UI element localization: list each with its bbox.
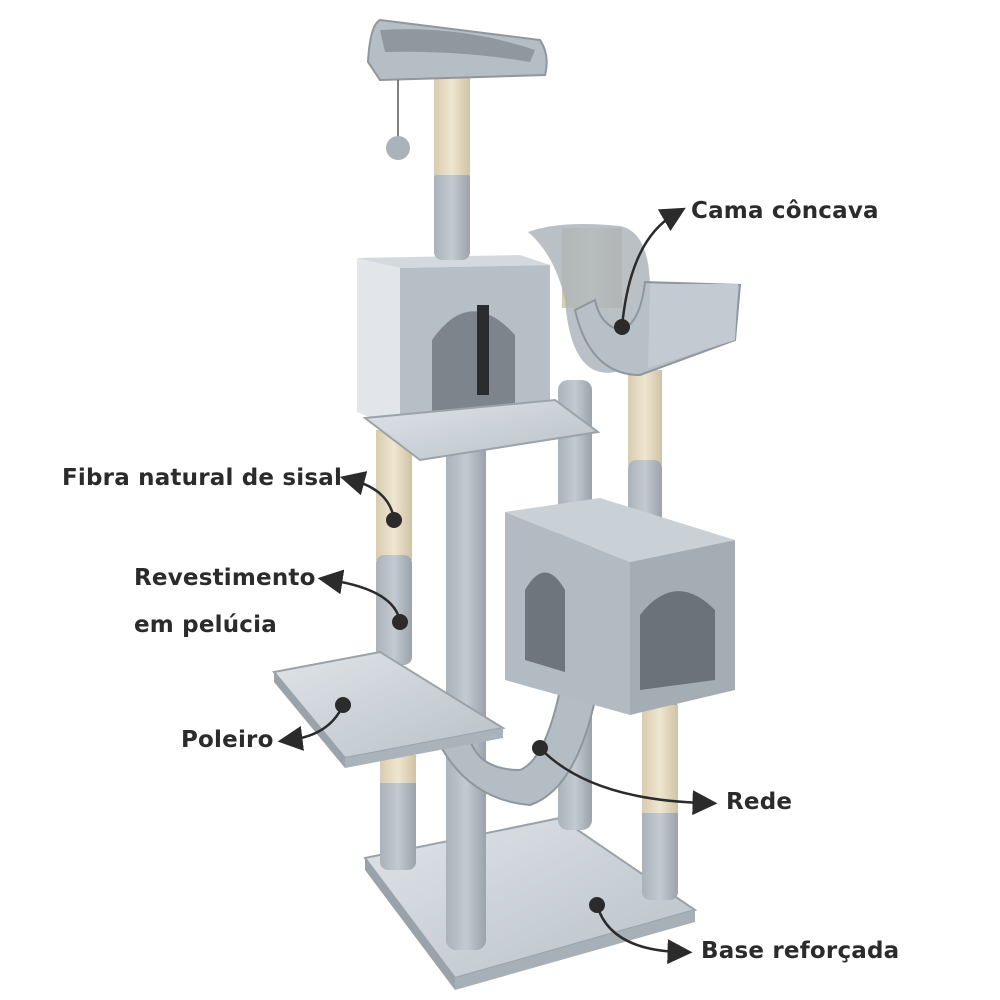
lower-house xyxy=(505,498,735,715)
label-hammock: Rede xyxy=(726,789,793,815)
arrow-rede xyxy=(539,747,718,816)
upper-house xyxy=(357,255,601,462)
label-reinforced-base: Base reforçada xyxy=(701,938,900,964)
top-perch xyxy=(366,18,548,260)
arrow-cama xyxy=(620,207,686,328)
arrow-base xyxy=(595,904,693,965)
concave-bed xyxy=(528,224,742,377)
label-plush-coating-line1: Revestimento xyxy=(134,565,316,591)
label-plush-coating-line2: em pelúcia xyxy=(134,612,277,638)
label-sisal-fiber: Fibra natural de sisal xyxy=(62,465,343,491)
annotation-dots xyxy=(335,319,630,913)
label-perch: Poleiro xyxy=(181,727,274,753)
label-concave-bed: Cama côncava xyxy=(691,198,879,224)
